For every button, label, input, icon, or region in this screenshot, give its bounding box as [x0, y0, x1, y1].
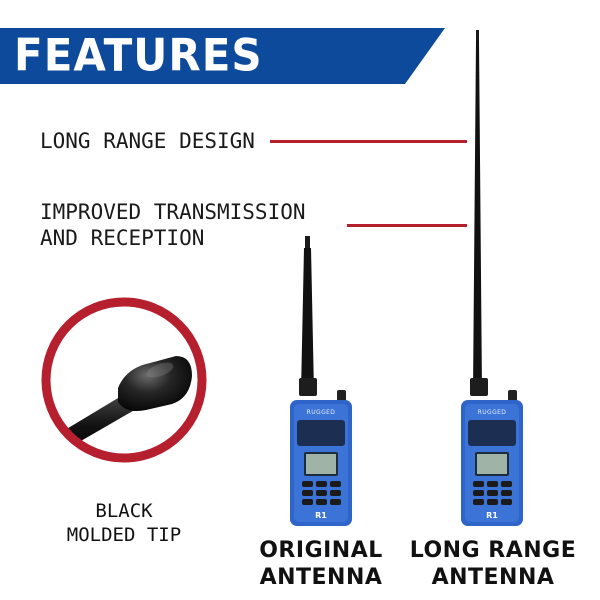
keypad	[473, 481, 512, 505]
tip-callout-ring	[41, 297, 207, 463]
speaker-grille	[468, 420, 516, 446]
radio-model: R1	[486, 511, 498, 520]
banner-title: FEATURES	[14, 29, 263, 82]
feature-long-range: LONG RANGE DESIGN	[40, 128, 255, 154]
banner-background	[0, 28, 445, 84]
keypad	[302, 481, 341, 505]
antenna-tip	[476, 30, 479, 40]
radio-original-caption: ORIGINAL ANTENNA	[241, 537, 401, 591]
feature-transmission-line1: IMPROVED TRANSMISSION	[40, 200, 306, 224]
long-range-antenna	[473, 40, 482, 392]
antenna-tip	[305, 236, 310, 248]
feature-long-range-pointer	[270, 140, 467, 143]
speaker-grille	[297, 420, 345, 446]
feature-transmission-line2: AND RECEPTION	[40, 226, 205, 250]
feature-transmission: IMPROVED TRANSMISSION AND RECEPTION	[40, 199, 306, 251]
radio-original-caption-line2: ANTENNA	[259, 565, 383, 590]
tip-caption-line2: MOLDED TIP	[66, 524, 182, 546]
features-banner: FEATURES	[0, 28, 445, 84]
radio-long-range-caption-line2: ANTENNA	[431, 565, 555, 590]
tip-caption: BLACK MOLDED TIP	[34, 499, 214, 547]
feature-transmission-pointer	[347, 224, 467, 227]
radio-long-range-caption-line1: LONG RANGE	[409, 538, 577, 563]
radio-brand: RUGGED	[307, 409, 336, 416]
original-antenna	[301, 248, 314, 392]
radio-brand: RUGGED	[478, 409, 507, 416]
radio-model: R1	[315, 511, 327, 520]
tip-callout	[41, 297, 207, 463]
radio-original: RUGGED R1	[290, 236, 352, 526]
feature-long-range-text: LONG RANGE DESIGN	[40, 129, 255, 153]
radio-long-range-caption: LONG RANGE ANTENNA	[408, 537, 578, 591]
radio-original-caption-line1: ORIGINAL	[259, 538, 383, 563]
radio-long-range: RUGGED R1	[461, 30, 523, 526]
tip-caption-line1: BLACK	[95, 500, 153, 522]
